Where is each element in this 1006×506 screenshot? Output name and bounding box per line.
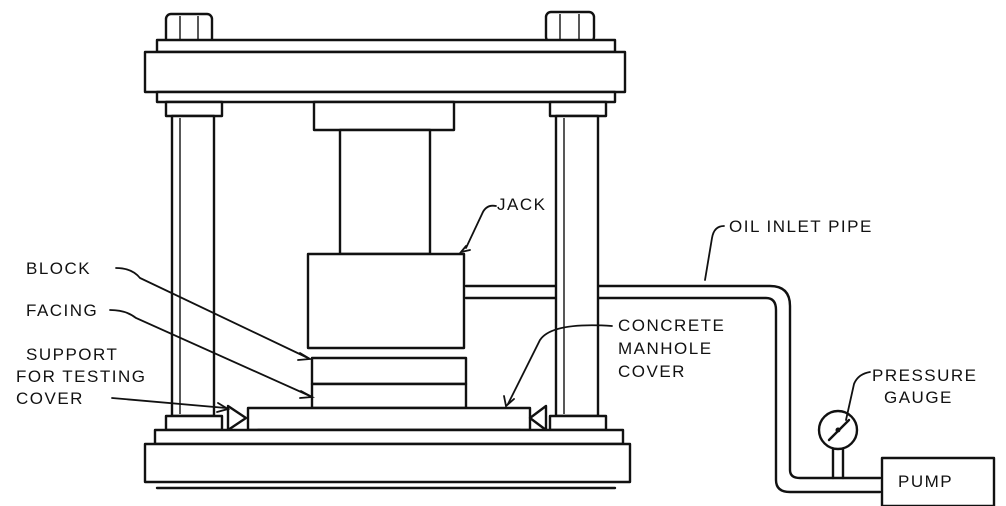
support-leader-arrow [216,402,231,413]
top-nut-left [164,12,214,46]
label-jack: JACK [497,195,546,214]
base-top-plate [153,428,625,446]
label-oil-inlet-pipe: OIL INLET PIPE [729,217,873,236]
support-leader [111,397,227,409]
support-wedge-left [226,404,248,432]
oil-pipe-leader [704,225,725,281]
jack-leader-arrow [458,245,471,254]
label-support-line1: SUPPORT [26,345,118,364]
label-block: BLOCK [26,259,91,278]
jack-leader [465,204,497,249]
jack-cylinder [306,252,466,350]
label-pump: PUMP [898,472,953,491]
concrete-leader-arrow [503,395,515,408]
base-platform [143,442,632,484]
left-column [164,100,224,432]
label-pressure-line2: GAUGE [884,388,953,407]
gauge-leader [845,371,871,421]
label-facing: FACING [26,301,98,320]
right-column [548,100,608,432]
support-wedge-right [528,404,548,432]
pressure-gauge [817,409,859,480]
top-washer-plate [155,38,617,54]
block [310,356,468,386]
facing-leader [109,309,311,397]
label-concrete-line1: CONCRETE [618,316,725,335]
facing [310,382,468,410]
concrete-leader [507,324,613,405]
concrete-manhole-cover [246,406,532,432]
jack-ram [338,128,432,256]
jack-top-block [312,100,456,132]
facing-leader-arrow [299,390,316,399]
block-leader [115,267,309,359]
top-crosshead [143,50,627,94]
label-concrete-line3: COVER [618,362,686,381]
block-leader-arrow [297,352,313,361]
label-pressure-line1: PRESSURE [872,366,978,385]
label-support-line3: COVER [16,389,84,408]
top-nut-right [544,10,596,44]
pump-box [880,456,996,506]
label-concrete-line2: MANHOLE [618,339,713,358]
top-under-plate [155,90,617,104]
label-support-line2: FOR TESTING [16,367,146,386]
